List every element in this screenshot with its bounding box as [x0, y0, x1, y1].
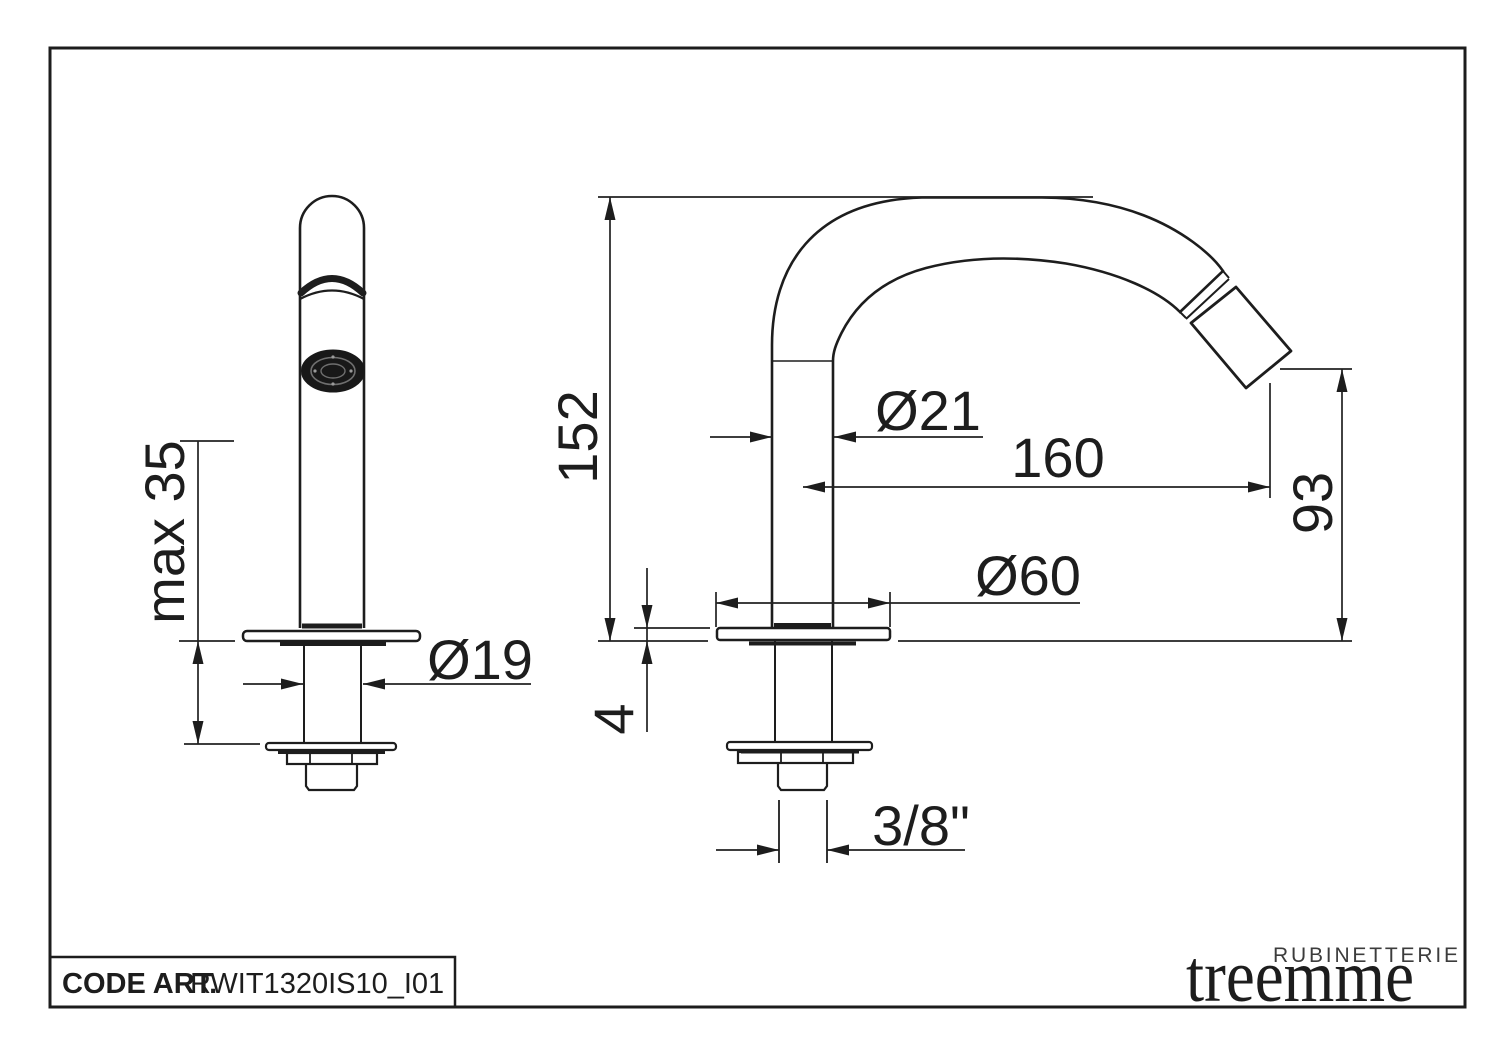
- front-view: [241, 194, 422, 792]
- front-flange: [241, 629, 422, 643]
- logo-brand: treemme: [1186, 936, 1414, 1018]
- side-tailpiece: [776, 763, 829, 792]
- front-shank: [303, 641, 362, 743]
- front-collar-edge: [299, 289, 365, 300]
- code-art-box: [48, 955, 457, 1009]
- dim-outlet-height: 93: [1281, 472, 1344, 534]
- side-view-dimensions: 152 4 Ø21 160 93 Ø60 3/8": [546, 196, 1352, 857]
- front-washer: [264, 741, 398, 752]
- dim-max-mount-thickness: max 35: [133, 440, 196, 624]
- front-nut: [285, 751, 379, 766]
- front-collar-ring: [297, 275, 367, 297]
- code-art-label: CODE ART.: [62, 968, 217, 1000]
- side-flange: [715, 626, 892, 642]
- side-view: [715, 196, 1293, 863]
- side-aerator-tip: [1189, 285, 1293, 390]
- side-spout-outline: [770, 196, 1225, 628]
- side-washer: [725, 740, 874, 752]
- side-nut-facets: [780, 752, 824, 763]
- front-body-outline: [298, 194, 366, 628]
- front-nut-facets: [309, 753, 353, 764]
- side-shank: [774, 640, 833, 742]
- sheet-border: [48, 46, 1467, 1009]
- brand-logo: RUBINETTERIE treemme: [1186, 936, 1458, 1018]
- side-supply-pipe: [778, 800, 828, 863]
- dim-shank-diameter: Ø19: [427, 628, 533, 691]
- front-aerator: [301, 349, 365, 393]
- dim-connection-thread: 3/8": [872, 794, 970, 857]
- dim-flange-thickness: 4: [582, 703, 645, 734]
- dim-spout-reach: 160: [1011, 426, 1104, 489]
- side-tip-neck: [1179, 270, 1230, 320]
- dim-total-height: 152: [546, 390, 609, 483]
- dim-body-diameter: Ø21: [875, 379, 981, 442]
- logo-tagline: RUBINETTERIE: [1273, 944, 1458, 967]
- side-nut: [736, 750, 855, 765]
- dim-flange-diameter: Ø60: [975, 544, 1081, 607]
- front-view-dimensions: max 35 Ø19: [133, 440, 533, 745]
- code-art-value: RWIT1320IS10_I01: [190, 968, 444, 1000]
- title-block: CODE ART. RWIT1320IS10_I01: [48, 955, 457, 1009]
- front-tailpiece: [304, 764, 359, 792]
